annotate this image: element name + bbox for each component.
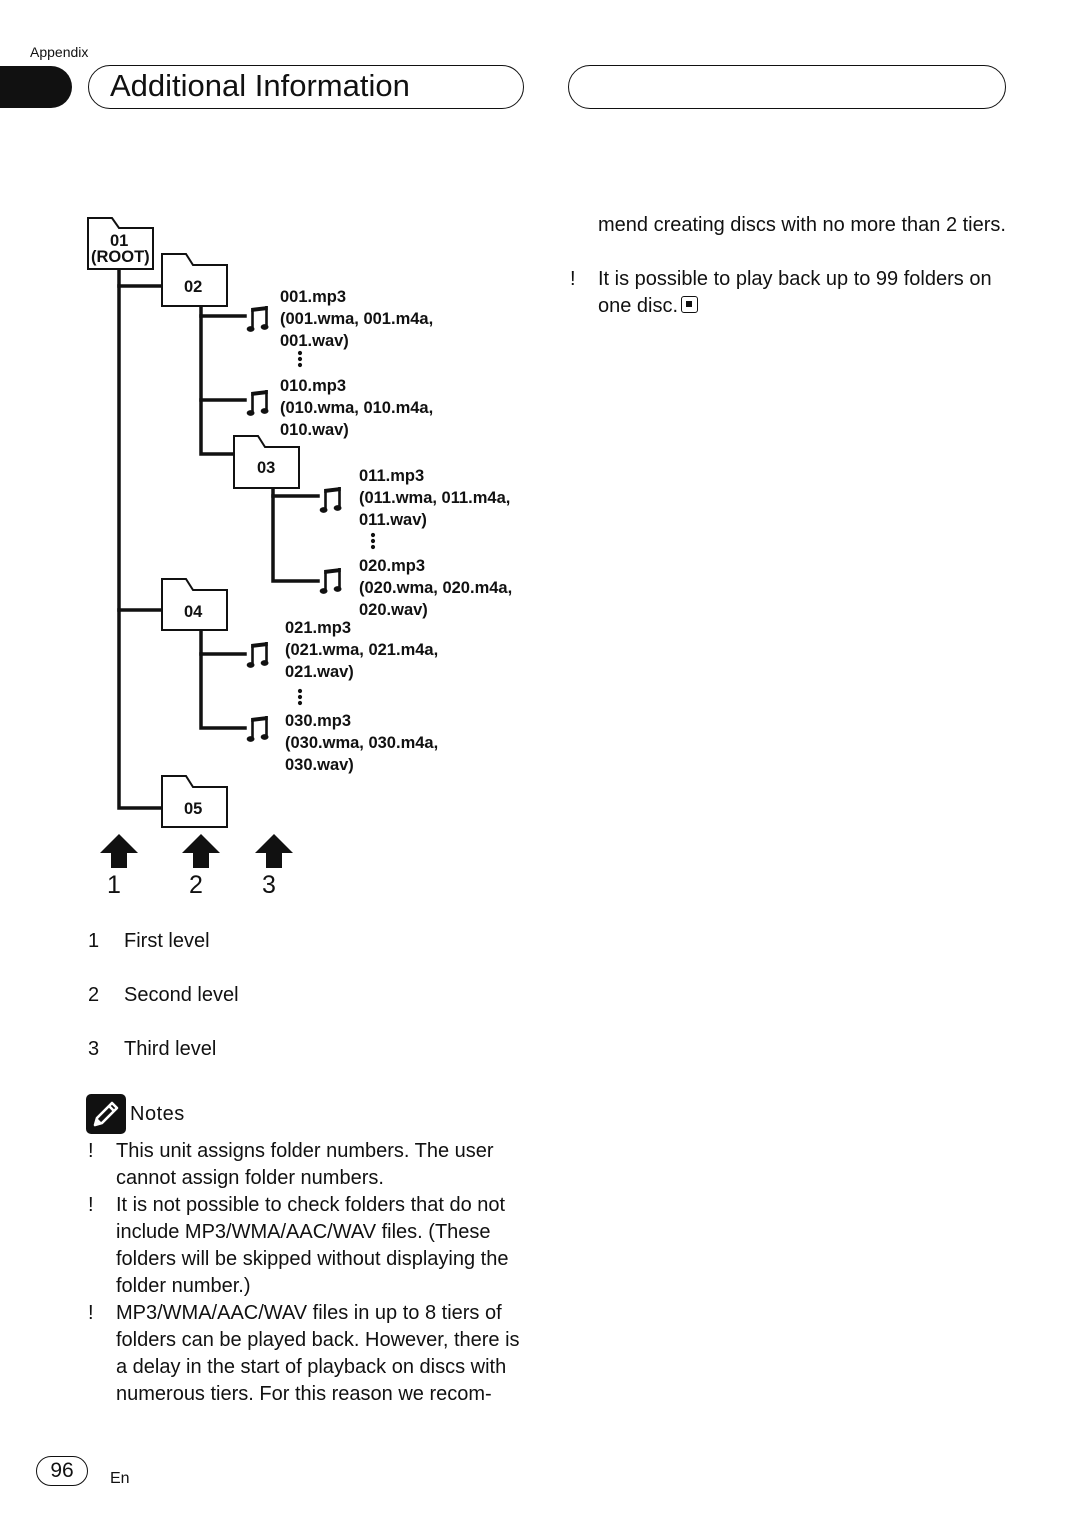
- file-label: 011.wav): [359, 511, 427, 529]
- level-number: 1: [107, 871, 121, 899]
- bullet-mark: !: [88, 1302, 94, 1324]
- level-legend-item: 2 Second level: [88, 984, 239, 1007]
- folder-icon: [161, 775, 228, 828]
- music-note-icon: [246, 716, 269, 742]
- language-label: En: [110, 1470, 130, 1487]
- level-legend-number: 2: [88, 984, 100, 1006]
- file-label: 001.wav): [280, 332, 349, 350]
- file-label: (011.wma, 011.m4a,: [359, 489, 510, 507]
- file-label: 010.wav): [280, 421, 349, 439]
- level-legend-label: First level: [124, 930, 210, 952]
- note-item: ! It is not possible to check folders tha…: [86, 1192, 536, 1300]
- right-header-frame: [568, 65, 1006, 109]
- section-tab: [0, 66, 72, 108]
- page-number: 96: [36, 1456, 88, 1486]
- file-label: 011.mp3: [359, 467, 424, 485]
- level-legend-number: 1: [88, 930, 100, 952]
- pencil-icon: [86, 1094, 126, 1134]
- notes-list-continued: ! It is possible to play back up to 99 fo…: [568, 266, 1018, 320]
- file-label-group: 001.mp3 (001.wma, 001.m4a, 001.wav): [280, 288, 433, 350]
- file-label: 020.wav): [359, 601, 428, 619]
- notes-heading: Notes: [86, 1094, 185, 1134]
- level-number: 3: [262, 871, 276, 899]
- file-label: 021.mp3: [285, 619, 351, 637]
- up-arrow-icon: [182, 834, 220, 868]
- file-label: 001.mp3: [280, 288, 346, 306]
- file-label: (010.wma, 010.m4a,: [280, 399, 433, 417]
- file-label-group: 030.mp3 (030.wma, 030.m4a, 030.wav): [285, 712, 438, 774]
- end-mark-icon: [681, 296, 699, 313]
- music-note-icon: [246, 306, 269, 332]
- bullet-mark: !: [88, 1194, 94, 1216]
- bullet-mark: !: [570, 268, 576, 290]
- notes-list: ! This unit assigns folder numbers. The u…: [86, 1138, 536, 1408]
- page-title: Additional Information: [110, 68, 410, 103]
- folder-icon: [161, 578, 228, 631]
- level-legend-item: 1 First level: [88, 930, 210, 953]
- folder-icon: [87, 217, 154, 270]
- file-label: (020.wma, 020.m4a,: [359, 579, 512, 597]
- level-legend-item: 3 Third level: [88, 1038, 216, 1061]
- file-label-group: 011.mp3 (011.wma, 011.m4a, 011.wav): [359, 467, 510, 529]
- file-label: 030.mp3: [285, 712, 351, 730]
- music-note-icon: [246, 390, 269, 416]
- music-note-icon: [319, 487, 342, 513]
- file-label: 021.wav): [285, 663, 354, 681]
- file-label: (030.wma, 030.m4a,: [285, 734, 438, 752]
- level-legend-label: Third level: [124, 1038, 217, 1060]
- folder-label: 02: [184, 278, 202, 296]
- folder-label: 01: [110, 232, 128, 250]
- up-arrow-icon: [255, 834, 293, 868]
- folder-tree-diagram: 01 (ROOT) 02 03 04 05 001.mp3 (001.wma, …: [87, 217, 512, 899]
- file-label: (021.wma, 021.m4a,: [285, 641, 438, 659]
- vertical-ellipsis-icon: [297, 688, 303, 706]
- note-item: ! This unit assigns folder numbers. The u…: [86, 1138, 536, 1192]
- folder-label: 03: [257, 459, 275, 477]
- note-text: This unit assigns folder numbers. The us…: [116, 1140, 494, 1189]
- level-legend-number: 3: [88, 1038, 100, 1060]
- music-note-icon: [319, 568, 342, 594]
- folder-label: (ROOT): [91, 248, 150, 266]
- folder-icon: [161, 253, 228, 307]
- note-item: ! MP3/WMA/AAC/WAV files in up to 8 tiers …: [86, 1300, 536, 1408]
- folder-label: 05: [184, 800, 202, 818]
- title-frame: [88, 65, 524, 109]
- bullet-mark: !: [88, 1140, 94, 1162]
- note-text: It is not possible to check folders that…: [116, 1194, 509, 1297]
- notes-title: Notes: [130, 1102, 185, 1125]
- level-legend-label: Second level: [124, 984, 239, 1006]
- file-label: (001.wma, 001.m4a,: [280, 310, 433, 328]
- file-label-group: 010.mp3 (010.wma, 010.m4a, 010.wav): [280, 377, 433, 439]
- folder-icon: [233, 435, 300, 489]
- file-label-group: 020.mp3 (020.wma, 020.m4a, 020.wav): [359, 557, 512, 619]
- file-label: 030.wav): [285, 756, 354, 774]
- level-number: 2: [189, 871, 203, 899]
- section-label: Appendix: [30, 44, 89, 60]
- vertical-ellipsis-icon: [370, 532, 376, 550]
- folder-label: 04: [184, 603, 203, 621]
- note-text: It is possible to play back up to 99 fol…: [598, 268, 992, 317]
- note-item: ! It is possible to play back up to 99 fo…: [568, 266, 1018, 320]
- note-text: MP3/WMA/AAC/WAV files in up to 8 tiers o…: [116, 1302, 520, 1405]
- note-continuation: mend creating discs with no more than 2 …: [598, 214, 1006, 236]
- file-label: 010.mp3: [280, 377, 346, 395]
- vertical-ellipsis-icon: [297, 350, 303, 368]
- up-arrow-icon: [100, 834, 138, 868]
- music-note-icon: [246, 642, 269, 668]
- file-label-group: 021.mp3 (021.wma, 021.m4a, 021.wav): [285, 619, 438, 681]
- file-label: 020.mp3: [359, 557, 425, 575]
